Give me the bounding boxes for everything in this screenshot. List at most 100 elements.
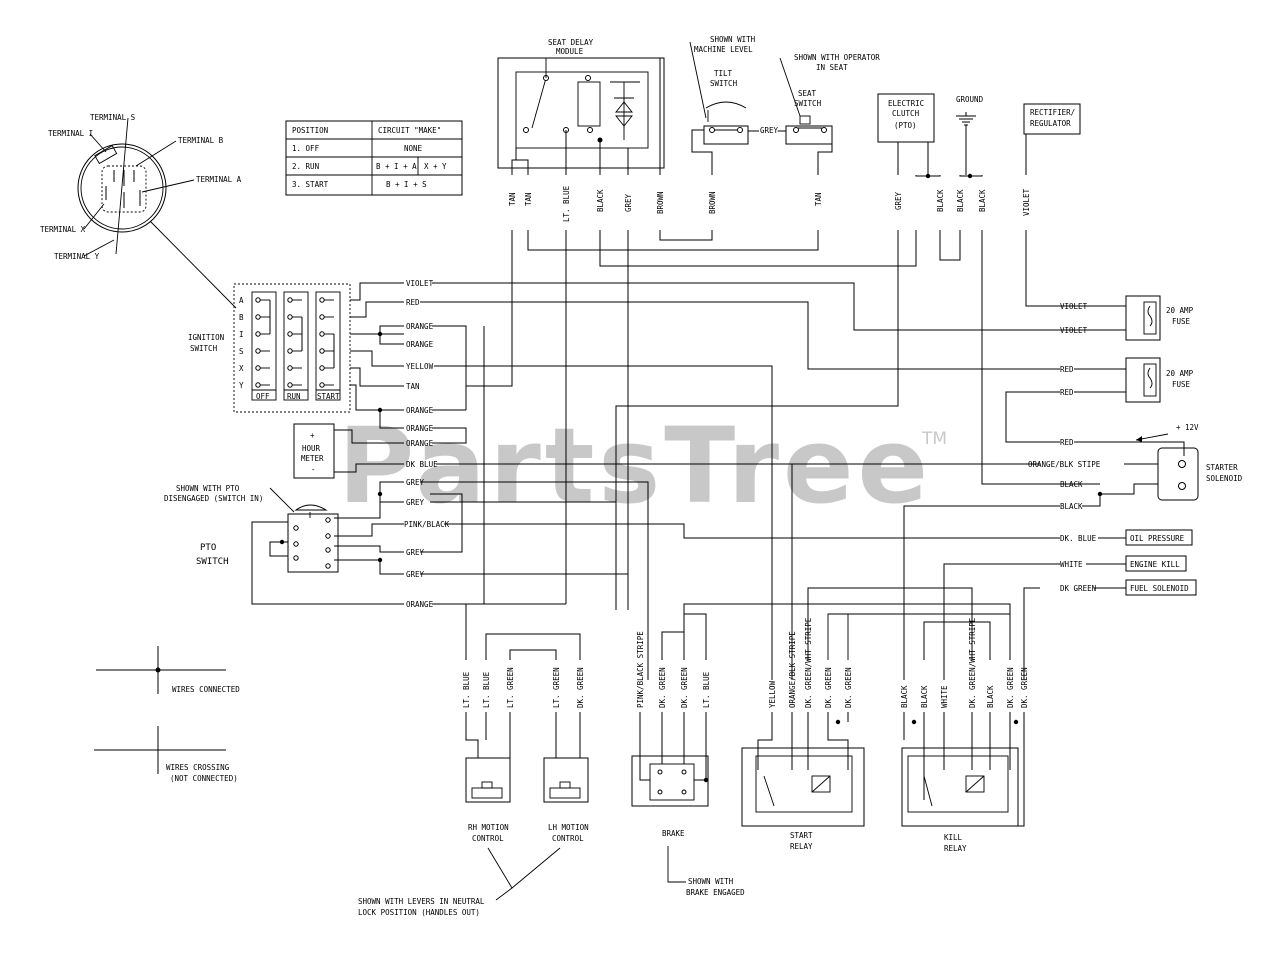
legend-crossing: WIRES CROSSING xyxy=(166,763,230,772)
ignition-position: OFF xyxy=(256,392,270,401)
rectifier-box xyxy=(1023,103,1081,135)
table-row-run-circuit-2: X + Y xyxy=(424,162,447,171)
wire-label: LT. BLUE xyxy=(702,671,711,708)
wire-label: BLACK xyxy=(1060,480,1083,489)
wire-label: BLACK xyxy=(978,189,987,212)
junction xyxy=(377,491,383,497)
wire-label: GREY xyxy=(406,498,425,507)
ignition-letter: S xyxy=(239,347,244,356)
rectifier-label: RECTIFIER/ xyxy=(1030,108,1075,117)
wire-label: DK GREEN xyxy=(1060,584,1096,593)
junction xyxy=(911,719,917,725)
table-header-position: POSITION xyxy=(292,126,328,135)
pto-contact xyxy=(293,555,299,561)
rectifier-label-2: REGULATOR xyxy=(1030,119,1071,128)
junction xyxy=(377,407,383,413)
wire-label: GREY xyxy=(894,191,903,210)
wire-label: RED xyxy=(1060,438,1074,447)
hour-meter xyxy=(293,423,335,479)
wire-label: VIOLET xyxy=(1060,326,1088,335)
clutch-label-3: (PTO) xyxy=(894,121,917,130)
wire-label: LT. BLUE xyxy=(462,671,471,708)
pto-contacts xyxy=(293,517,331,569)
pto-note-2: DISENGAGED (SWITCH IN) xyxy=(164,494,263,503)
engine-kill-label: ENGINE KILL xyxy=(1130,560,1180,569)
ignition-position: RUN xyxy=(287,392,301,401)
starter-label: STARTER xyxy=(1206,463,1238,472)
terminal-b-label: TERMINAL B xyxy=(178,136,224,145)
wire-label: DK. GREEN/WHT STRIPE xyxy=(968,617,977,708)
ignition-contact xyxy=(319,365,325,371)
ignition-contact xyxy=(287,331,293,337)
ignition-contact xyxy=(319,382,325,388)
fuse-1-label: 20 AMP xyxy=(1166,306,1194,315)
wire-label: WHITE xyxy=(1060,560,1083,569)
fuse-2 xyxy=(1125,357,1161,403)
right-wires xyxy=(791,305,1185,680)
seat-switch-label-2: SWITCH xyxy=(794,99,822,108)
terminal-s-label: TERMINAL S xyxy=(90,113,136,122)
ground-label: GROUND xyxy=(956,95,984,104)
table-row-run-circuit: B + I + A xyxy=(376,162,417,171)
ignition-contact xyxy=(255,314,261,320)
wire-label: RED xyxy=(406,298,420,307)
watermark-tm: TM xyxy=(921,429,947,449)
starter-solenoid xyxy=(1135,433,1199,501)
lh-label-2: CONTROL xyxy=(552,834,584,843)
ignition-position: START xyxy=(317,392,340,401)
ignition-contact xyxy=(319,314,325,320)
start-relay-label-2: RELAY xyxy=(790,842,813,851)
ignition-letter: Y xyxy=(239,381,244,390)
wire-label: ORANGE xyxy=(406,340,434,349)
legend xyxy=(94,646,226,774)
wire-label: ORANGE xyxy=(406,439,434,448)
rh-motion-control xyxy=(465,712,511,803)
wire-label: GREY xyxy=(406,570,425,579)
brake-label: BRAKE xyxy=(662,829,685,838)
wire-label: BLACK xyxy=(956,189,965,212)
ignition-contact xyxy=(287,348,293,354)
terminal-x-label: TERMINAL X xyxy=(40,225,86,234)
starter-label-2: SOLENOID xyxy=(1206,474,1243,483)
seat-delay-label: SEAT DELAY xyxy=(548,38,594,47)
wire-label: DK. GREEN/WHT STRIPE xyxy=(804,617,813,708)
oil-pressure-label: OIL PRESSURE xyxy=(1130,534,1185,543)
wire-label: RED xyxy=(1060,388,1074,397)
hour-meter-plus: + xyxy=(310,431,315,440)
wire-label: GREY xyxy=(406,478,425,487)
tilt-switch-label: TILT xyxy=(714,69,733,78)
wire-label: BLACK xyxy=(936,189,945,212)
ignition-letter: I xyxy=(239,330,244,339)
ignition-letter: X xyxy=(239,364,244,373)
pto-contact xyxy=(325,547,331,553)
rh-label-2: CONTROL xyxy=(472,834,504,843)
table-row-off: 1. OFF xyxy=(292,144,320,153)
wire-label: TAN xyxy=(524,192,533,206)
wire-label: VIOLET xyxy=(1022,188,1031,216)
wire-label: DK. GREEN xyxy=(1006,667,1015,708)
ignition-letter: A xyxy=(239,296,244,305)
ignition-contacts xyxy=(255,297,335,388)
wire-label: ORANGE xyxy=(406,406,434,415)
plus12-label: + 12V xyxy=(1176,423,1199,432)
ignition-contact xyxy=(287,314,293,320)
ignition-contact xyxy=(287,297,293,303)
wire-label: ORANGE/BLK STIPE xyxy=(1028,460,1101,469)
brake-switch xyxy=(631,712,709,807)
pto-contact xyxy=(293,541,299,547)
hour-meter-label: HOUR xyxy=(302,444,321,453)
clutch-label-2: CLUTCH xyxy=(892,109,920,118)
table-row-run: 2. RUN xyxy=(292,162,319,171)
hour-meter-minus: - xyxy=(311,465,316,474)
wire-label: YELLOW xyxy=(406,362,434,371)
position-table xyxy=(285,120,463,196)
wire-label: LT. GREEN xyxy=(506,667,515,708)
fuse-2-label: 20 AMP xyxy=(1166,369,1194,378)
ignition-letter: B xyxy=(239,313,244,322)
table-row-start: 3. START xyxy=(292,180,329,189)
ignition-contact xyxy=(255,297,261,303)
seat-delay-label-2: MODULE xyxy=(556,47,584,56)
seat-delay-module xyxy=(497,57,665,169)
ignition-contact xyxy=(319,297,325,303)
